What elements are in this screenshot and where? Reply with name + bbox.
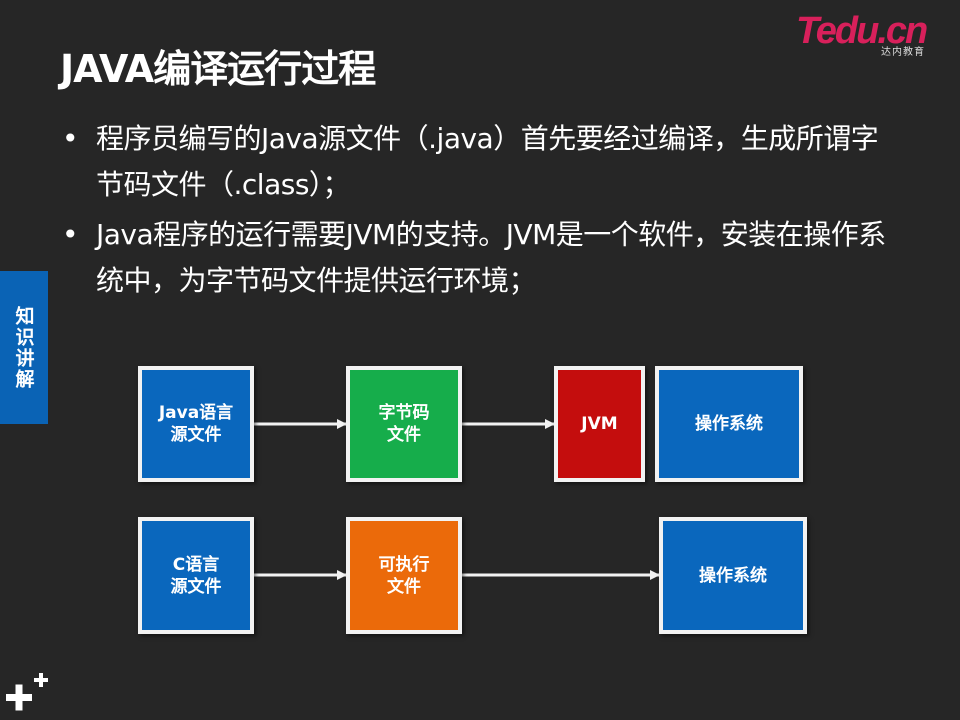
bullet-list: • 程序员编写的Java源文件（.java）首先要经过编译，生成所谓字节码文件（… <box>60 116 900 308</box>
bullet-marker: • <box>61 122 79 155</box>
bullet-item: • 程序员编写的Java源文件（.java）首先要经过编译，生成所谓字节码文件（… <box>60 116 900 208</box>
box-jvm: JVM <box>554 366 645 482</box>
tedu-logo: Tedu.cn 达内教育 <box>796 10 931 58</box>
box-jvm-label: JVM <box>581 414 618 434</box>
box-os-row2-label: 操作系统 <box>699 565 767 586</box>
box-c-source: C语言 源文件 <box>138 517 254 634</box>
box-os-row2: 操作系统 <box>659 517 807 634</box>
side-tab-label: 知识讲解 <box>12 305 35 390</box>
plus-plus-icon <box>6 673 48 711</box>
logo-subtitle: 达内教育 <box>881 47 925 58</box>
bullet-marker: • <box>61 218 79 251</box>
slide-title: JAVA编译运行过程 <box>60 47 376 91</box>
bullet-text: 程序员编写的Java源文件（.java）首先要经过编译，生成所谓字节码文件（.c… <box>96 122 879 201</box>
logo-wordmark: Tedu.cn <box>796 10 928 52</box>
box-os-row1: 操作系统 <box>655 366 803 482</box>
box-bytecode: 字节码 文件 <box>346 366 462 482</box>
bullet-text: Java程序的运行需要JVM的支持。JVM是一个软件，安装在操作系统中，为字节码… <box>96 218 886 297</box>
box-executable: 可执行 文件 <box>346 517 462 634</box>
box-bytecode-label: 字节码 文件 <box>378 403 430 445</box>
box-executable-label: 可执行 文件 <box>378 554 430 597</box>
side-tab-knowledge[interactable]: 知识讲解 <box>0 271 48 424</box>
box-java-source-label: Java语言 源文件 <box>158 403 234 445</box>
box-java-source: Java语言 源文件 <box>138 366 254 482</box>
box-os-row1-label: 操作系统 <box>695 414 763 434</box>
bullet-item: • Java程序的运行需要JVM的支持。JVM是一个软件，安装在操作系统中，为字… <box>60 212 900 304</box>
box-c-source-label: C语言 源文件 <box>170 554 222 597</box>
